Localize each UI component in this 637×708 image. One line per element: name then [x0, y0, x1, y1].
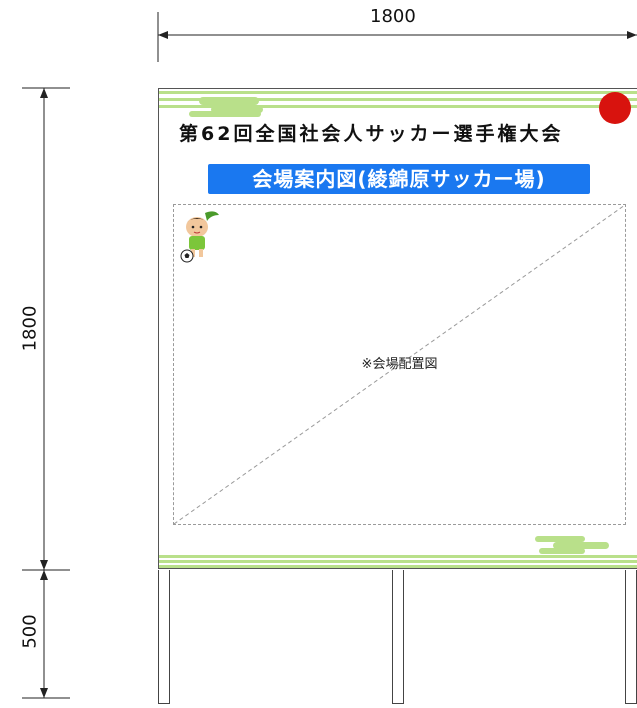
- arrow-down-icon: [40, 688, 48, 698]
- arrow-right-icon: [627, 31, 637, 39]
- leg-height-label: 500: [19, 614, 41, 649]
- arrow-up-icon: [40, 570, 48, 580]
- bottom-stripe-decoration: [159, 536, 637, 568]
- height-label: 1800: [19, 305, 41, 352]
- arrow-left-icon: [158, 31, 168, 39]
- layout-placeholder: ※会場配置図: [173, 204, 626, 525]
- arrow-down-icon: [40, 560, 48, 570]
- support-leg-middle: [392, 570, 404, 704]
- width-dimension-lines: [157, 12, 637, 62]
- sign-title: 第62回全国社会人サッカー選手権大会: [179, 123, 564, 145]
- red-circle-icon: [599, 92, 631, 124]
- height-dimension: 1800 500: [0, 80, 80, 704]
- width-dimension: 1800: [0, 0, 637, 70]
- sign-board: 第62回全国社会人サッカー選手権大会 会場案内図(綾錦原サッカー場) ※会場配置…: [158, 88, 637, 569]
- sign-subtitle: 会場案内図(綾錦原サッカー場): [208, 164, 590, 194]
- support-leg-left: [158, 570, 170, 704]
- support-leg-right: [625, 570, 637, 704]
- placeholder-label: ※会場配置図: [361, 357, 438, 372]
- height-dimension-lines: [22, 87, 70, 699]
- arrow-up-icon: [40, 88, 48, 98]
- placeholder-diagonal: [174, 205, 625, 524]
- mascot-with-soccer-ball-icon: [180, 211, 219, 263]
- top-stripe-decoration: [159, 91, 637, 117]
- width-label: 1800: [370, 6, 416, 27]
